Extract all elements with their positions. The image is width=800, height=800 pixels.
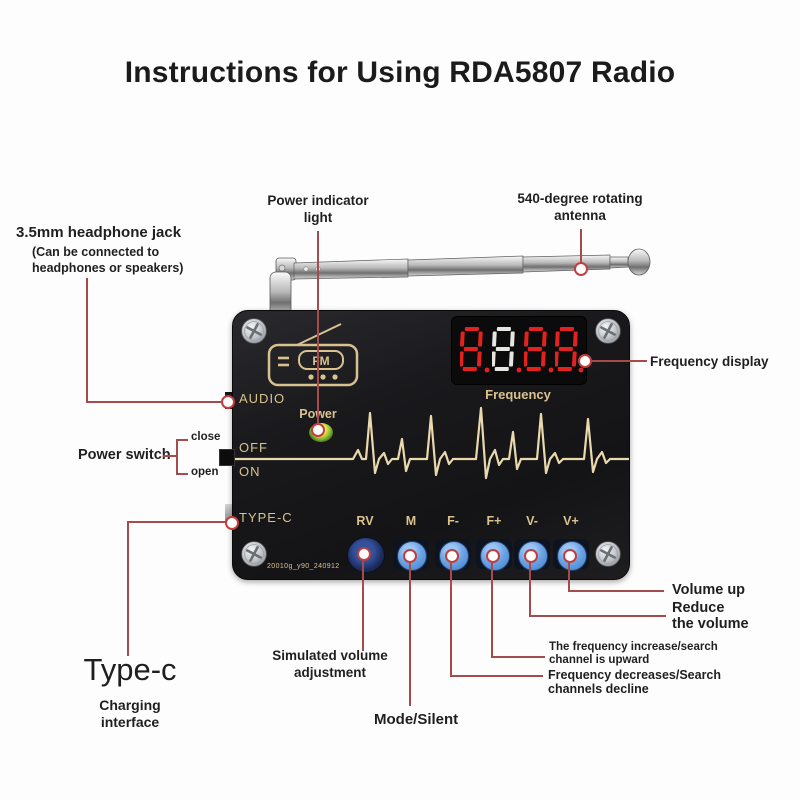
typec-line1: Charging [99, 697, 161, 713]
callout-line-volume-up-h [568, 590, 664, 592]
on-silkscreen-label: ON [239, 464, 261, 479]
freq-down-line1: Frequency decreases/Search [548, 668, 722, 682]
mode-label: Mode/Silent [374, 711, 459, 728]
headphone-jack-sub2: headphones or speakers) [32, 261, 184, 275]
frequency-display [451, 316, 587, 385]
rv-line2: adjustment [293, 665, 366, 680]
seven-segment-digits [460, 327, 584, 373]
callout-dot-power-indicator [311, 423, 325, 437]
rv-line1: Simulated volume [272, 648, 388, 663]
callout-line-power-indicator [317, 231, 319, 424]
headphone-jack-sub1: (Can be connected to [32, 245, 160, 259]
audio-silkscreen-label: AUDIO [239, 391, 286, 406]
telescopic-antenna [269, 248, 651, 317]
callout-line-freq-down-v [450, 563, 452, 676]
f-minus-label: F- [447, 514, 459, 528]
antenna-line2: antenna [554, 208, 606, 223]
callout-dot-typec [225, 516, 239, 530]
freq-down-line2: channels decline [548, 682, 649, 696]
board-serial-number: 20010g_y90_240912 [267, 563, 340, 570]
callout-line-volume-down-v [529, 563, 531, 616]
callout-line-headphone-v [86, 278, 88, 402]
callout-line-mode [409, 563, 411, 706]
callout-dot-antenna [574, 262, 588, 276]
screw-icon [595, 318, 621, 344]
power-switch-bracket-top [176, 439, 188, 441]
callout-line-volume-up-v [568, 563, 570, 591]
screw-icon [241, 541, 267, 567]
volume-down-line2: the volume [672, 616, 749, 632]
m-label: M [405, 514, 417, 528]
callout-line-typec-v [127, 521, 129, 656]
f-plus-label: F+ [486, 514, 502, 528]
power-switch-open: open [191, 466, 219, 478]
frequency-display-label: Frequency display [650, 354, 769, 369]
volume-down-line1: Reduce [672, 600, 725, 616]
page-title: Instructions for Using RDA5807 Radio [124, 56, 676, 89]
fm-radio-icon: FM [267, 323, 359, 387]
callout-dot-headphone [221, 395, 235, 409]
power-switch-bracket-stem [163, 455, 177, 457]
freq-up-button [476, 539, 512, 571]
callout-dot-freq-up [486, 549, 500, 563]
callout-dot-mode [403, 549, 417, 563]
power-switch-bracket-bottom [176, 473, 188, 475]
power-indicator-line2: light [303, 210, 333, 225]
callout-line-freq-up-h [491, 656, 545, 658]
v-plus-label: V+ [563, 514, 579, 528]
frequency-silkscreen-label: Frequency [485, 387, 551, 402]
power-switch-close: close [191, 431, 221, 443]
callout-line-freq-up-v [491, 563, 493, 657]
power-indicator-line1: Power indicator [267, 193, 369, 208]
typec-title: Type-c [83, 652, 177, 687]
callout-line-typec-h [128, 521, 226, 523]
radio-pcb-board: FM Frequency AUDIO Power OFF ON TYPE-C [232, 310, 630, 580]
power-switch-label: Power switch [78, 447, 171, 463]
callout-dot-freq-down [445, 549, 459, 563]
off-silkscreen-label: OFF [239, 440, 268, 455]
antenna-line1: 540-degree rotating [517, 191, 643, 206]
power-switch-lever [219, 449, 235, 466]
headphone-jack-title: 3.5mm headphone jack [16, 224, 182, 241]
rv-label: RV [356, 514, 374, 528]
callout-dot-frequency-display [578, 354, 592, 368]
freq-up-line2: channel is upward [549, 654, 650, 666]
typec-port [225, 504, 233, 521]
typec-silkscreen-label: TYPE-C [239, 510, 293, 525]
callout-line-headphone-h [86, 401, 223, 403]
typec-line2: interface [100, 714, 160, 730]
v-minus-label: V- [526, 514, 538, 528]
freq-up-line1: The frequency increase/search [549, 641, 718, 653]
freq-down-button [435, 539, 471, 571]
power-switch-bracket-spine [176, 439, 178, 475]
callout-line-rv [362, 560, 364, 651]
callout-line-volume-down-h [529, 615, 666, 617]
screw-icon [595, 541, 621, 567]
callout-line-antenna [580, 229, 582, 263]
callout-dot-volume-up [563, 549, 577, 563]
callout-dot-volume-down [524, 549, 538, 563]
callout-line-freq-down-h [450, 675, 543, 677]
waveform-graphic [233, 406, 629, 480]
volume-up-label: Volume up [672, 582, 746, 598]
callout-dot-rv [357, 547, 371, 561]
callout-line-frequency-display [592, 360, 647, 362]
fm-label: FM [312, 354, 329, 368]
